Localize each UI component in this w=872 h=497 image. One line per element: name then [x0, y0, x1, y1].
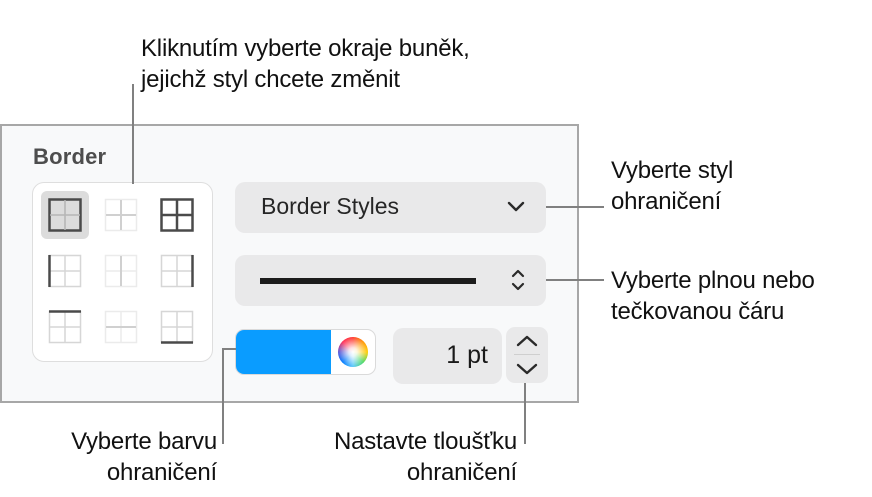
callout-line: Vyberte barvu [71, 428, 217, 455]
callout-line: tečkovanou čáru [611, 298, 785, 325]
chevron-up-down-icon [511, 269, 525, 291]
all-borders-button[interactable] [153, 191, 201, 239]
inner-borders-button[interactable] [97, 191, 145, 239]
color-swatch[interactable] [236, 330, 331, 374]
border-inner-icon [104, 198, 138, 232]
chevron-up-icon [516, 335, 538, 347]
inner-horizontal-border-button[interactable] [97, 303, 145, 351]
callout-border-color: Vyberte barvu ohraničení [71, 426, 217, 488]
leader-line-line-type [546, 279, 604, 281]
chevron-down-icon [516, 363, 538, 375]
border-all-icon [160, 198, 194, 232]
border-top-icon [48, 310, 82, 344]
decrease-thickness-button[interactable] [506, 355, 548, 383]
callout-line: Vyberte styl [611, 157, 734, 184]
callout-border-style: Vyberte styl ohraničení [611, 155, 733, 217]
border-thickness-field[interactable]: 1 pt [393, 328, 502, 384]
top-border-button[interactable] [41, 303, 89, 351]
callout-select-cell-borders: Kliknutím vyberte okraje buněk, jejichž … [141, 33, 470, 95]
callout-line: ohraničení [106, 459, 217, 486]
border-selector-grid [32, 182, 213, 362]
border-color-well[interactable] [235, 329, 376, 375]
border-thickness-value: 1 pt [446, 341, 488, 369]
leader-line-color-h [222, 348, 236, 350]
border-styles-label: Border Styles [261, 193, 400, 219]
left-border-button[interactable] [41, 247, 89, 295]
color-wheel-icon[interactable] [338, 337, 368, 367]
chevron-down-icon [507, 201, 525, 212]
callout-line: Kliknutím vyberte okraje buněk, [141, 35, 470, 62]
leader-line-border-style [546, 206, 604, 208]
solid-line-sample [260, 278, 476, 284]
callout-line: Vyberte plnou nebo [611, 267, 815, 294]
border-outer-icon [48, 198, 82, 232]
bottom-border-button[interactable] [153, 303, 201, 351]
increase-thickness-button[interactable] [506, 327, 548, 355]
outer-borders-button[interactable] [41, 191, 89, 239]
border-bottom-icon [160, 310, 194, 344]
border-thickness-stepper[interactable] [506, 327, 548, 383]
callout-line: ohraničení [406, 459, 517, 486]
callout-line: jejichž styl chcete změnit [141, 66, 400, 93]
stepper-divider [514, 354, 540, 355]
callout-border-thickness: Nastavte tloušťku ohraničení [334, 426, 517, 488]
callout-line: Nastavte tloušťku [333, 428, 517, 455]
leader-line-color-v [222, 348, 224, 444]
border-left-icon [48, 254, 82, 288]
panel-title: Border [33, 144, 107, 169]
border-inner-horizontal-icon [104, 310, 138, 344]
border-inner-vertical-icon [104, 254, 138, 288]
right-border-button[interactable] [153, 247, 201, 295]
inner-vertical-border-button[interactable] [97, 247, 145, 295]
border-styles-popup[interactable]: Border Styles [235, 182, 546, 233]
line-style-popup[interactable] [235, 255, 546, 306]
leader-line-thickness [524, 383, 526, 444]
border-right-icon [160, 254, 194, 288]
leader-line-top [132, 84, 134, 184]
callout-line-type: Vyberte plnou nebo tečkovanou čáru [611, 265, 815, 327]
callout-line: ohraničení [611, 188, 722, 215]
